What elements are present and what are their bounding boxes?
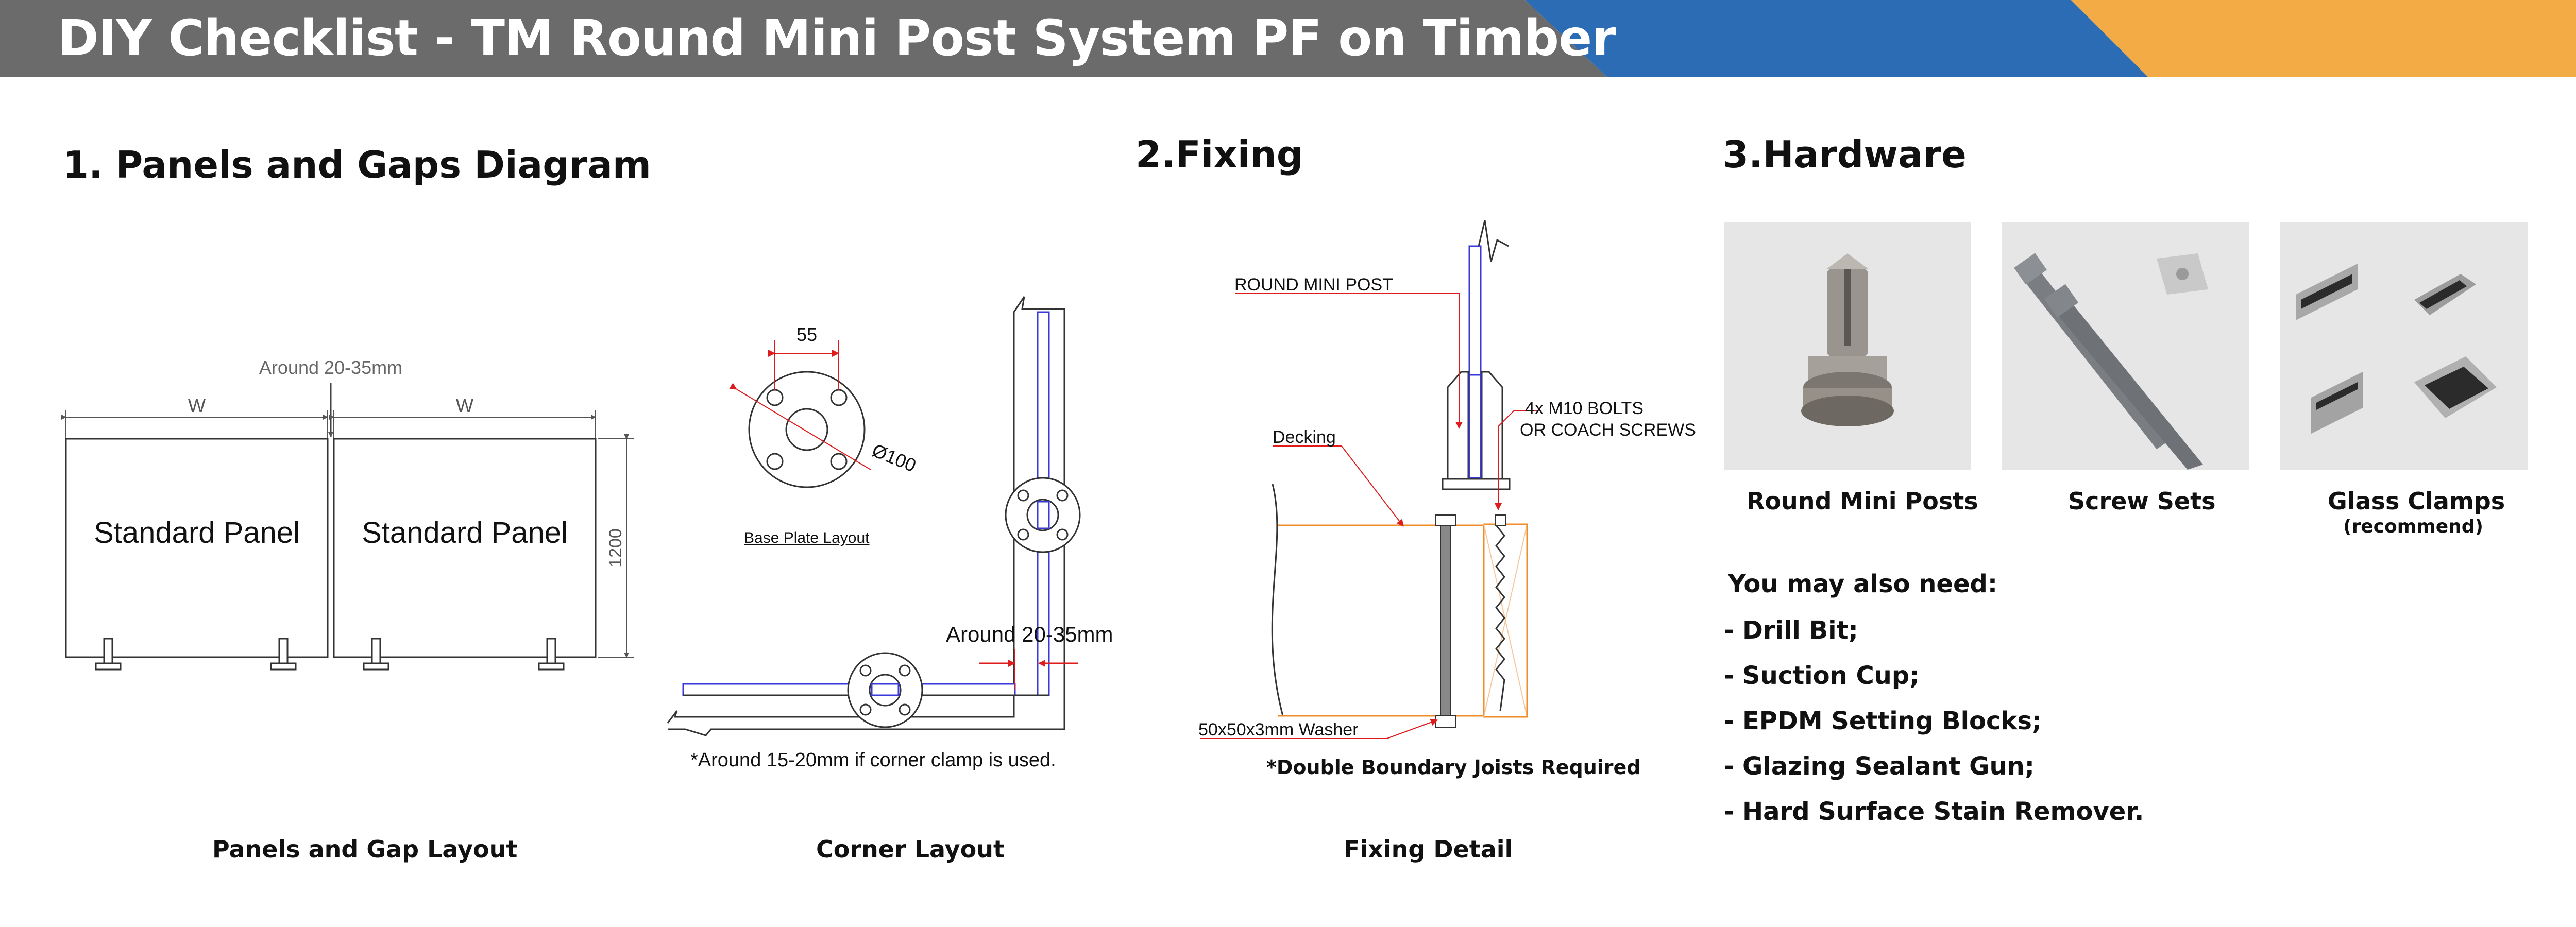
fixing-coach-screw: [1495, 525, 1505, 711]
dim-diameter-label: Ø100: [869, 439, 919, 476]
corner-note: *Around 15-20mm if corner clamp is used.: [690, 749, 1056, 771]
panels-diagram: Around 20-35mm W W Standard Panel Standa…: [61, 357, 634, 671]
fixing-bolt: [1440, 514, 1451, 724]
fixing-note: *Double Boundary Joists Required: [1266, 756, 1641, 779]
base-plate-label: Base Plate Layout: [744, 529, 870, 546]
hardware-label-posts: Round Mini Posts: [1747, 487, 1978, 515]
fixing-base-plate: [1442, 478, 1511, 490]
round-mini-post-photo: [1724, 222, 1971, 470]
fixing-decking-label: Decking: [1273, 427, 1336, 447]
fixing-washer-label: 50x50x3mm Washer: [1198, 720, 1359, 740]
banner-shapes: [0, 0, 2576, 77]
caption-fixing: Fixing Detail: [1344, 835, 1513, 863]
list-item: -Glazing Sealant Gun;: [1724, 752, 2035, 781]
list-item: -Hard Surface Stain Remover.: [1724, 797, 2144, 826]
base-plate-layout: [729, 340, 871, 488]
hardware-sub-clamps: (recommend): [2343, 516, 2483, 537]
panel-posts: [95, 638, 565, 671]
corner-post-bottom: [847, 652, 923, 728]
hardware-label-clamps: Glass Clamps: [2328, 487, 2505, 515]
banner-blue-band: [1525, 0, 2148, 77]
list-item: -EPDM Setting Blocks;: [1724, 707, 2042, 735]
caption-corner: Corner Layout: [816, 835, 1005, 863]
list-item: -Drill Bit;: [1724, 616, 1858, 645]
glass-clamp-photo: [2280, 222, 2528, 470]
panel-label-right: Standard Panel: [362, 516, 568, 550]
corner-diagram: 55 Ø100 Base Plate Layout: [667, 296, 1113, 771]
hardware-label-screws: Screw Sets: [2068, 487, 2216, 515]
width-label-right: W: [456, 395, 473, 416]
list-item: -Suction Cup;: [1724, 661, 1920, 690]
page-title: DIY Checklist - TM Round Mini Post Syste…: [58, 9, 1616, 67]
height-label: 1200: [606, 528, 625, 568]
standard-panel-right: [333, 438, 597, 658]
section-title-fixing: 2.Fixing: [1136, 133, 1303, 176]
also-need-title: You may also need:: [1728, 570, 1998, 598]
section-title-panels: 1. Panels and Gaps Diagram: [63, 143, 651, 186]
banner-orange-band: [2071, 0, 2576, 77]
fixing-diagram: ROUND MINI POST Decking 4x M10 BOLTS OR …: [1198, 220, 1696, 740]
header-banner: DIY Checklist - TM Round Mini Post Syste…: [0, 0, 2576, 77]
fixing-post-label: ROUND MINI POST: [1234, 275, 1393, 295]
screw-set-photo: [2002, 222, 2249, 470]
corner-gap-label: Around 20-35mm: [946, 622, 1113, 646]
fixing-glass: [1468, 245, 1482, 376]
standard-panel-left: [65, 438, 329, 658]
panels-gap-label: Around 20-35mm: [259, 357, 402, 378]
width-label-left: W: [188, 395, 206, 416]
also-need-list: -Drill Bit; -Suction Cup; -EPDM Setting …: [1724, 616, 2144, 843]
dim-55-label: 55: [796, 324, 817, 345]
corner-post-top: [1005, 477, 1081, 553]
caption-panels: Panels and Gap Layout: [212, 835, 518, 863]
section-title-hardware: 3.Hardware: [1723, 133, 1967, 176]
banner-gray-band: [0, 0, 1607, 77]
fixing-bolts-label-1: 4x M10 BOLTS: [1525, 399, 1643, 418]
fixing-bolts-label-2: OR COACH SCREWS: [1520, 420, 1696, 440]
panel-label-left: Standard Panel: [94, 516, 300, 550]
